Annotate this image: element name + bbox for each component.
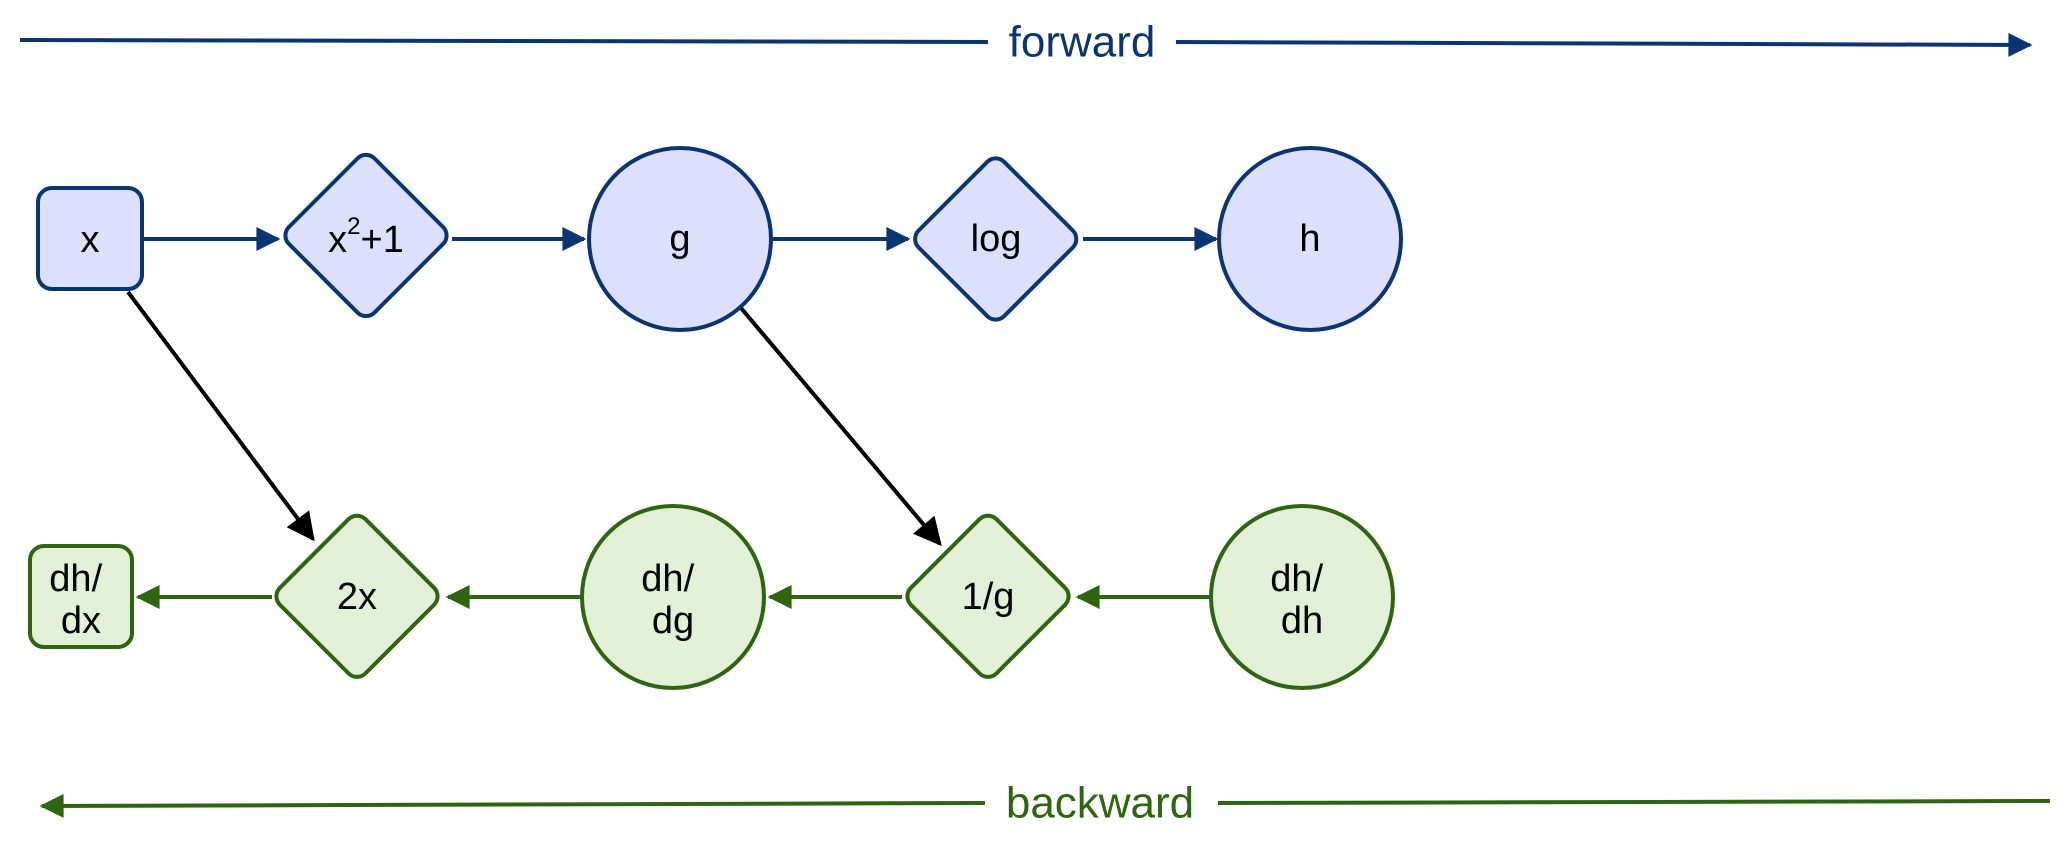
node-log: log <box>913 156 1079 322</box>
edge-x-to-2x <box>126 290 315 542</box>
node-h-label: h <box>1299 218 1320 260</box>
node-dhdg-label: dh/ dg <box>641 558 704 642</box>
node-dhdx-label: dh/ dx <box>49 558 112 642</box>
node-2x-label: 2x <box>337 576 377 618</box>
node-dhdh: dh/ dh <box>1209 504 1395 690</box>
node-g-label: g <box>669 218 690 260</box>
node-g: g <box>587 146 773 332</box>
forward-direction-arrow: forward <box>19 18 2033 67</box>
forward-label: forward <box>1009 18 1156 67</box>
dependency-edges <box>126 290 942 547</box>
node-x: x <box>36 186 144 291</box>
backward-label: backward <box>1006 779 1194 828</box>
node-inv-g-label: 1/g <box>962 576 1015 618</box>
edge-g-to-invg <box>739 306 942 547</box>
backward-direction-arrow: backward <box>39 779 2051 828</box>
node-2x: 2x <box>274 513 440 679</box>
node-h: h <box>1217 146 1403 332</box>
node-dhdh-label: dh/ dh <box>1270 558 1333 642</box>
node-square-fn-label: x2+1 <box>328 213 404 262</box>
node-square-fn: x2+1 <box>283 152 449 319</box>
node-dhdx: dh/ dx <box>28 544 134 649</box>
node-dhdg: dh/ dg <box>580 504 766 690</box>
node-log-label: log <box>971 218 1022 260</box>
node-inv-g: 1/g <box>905 513 1071 679</box>
node-x-label: x <box>81 219 100 261</box>
